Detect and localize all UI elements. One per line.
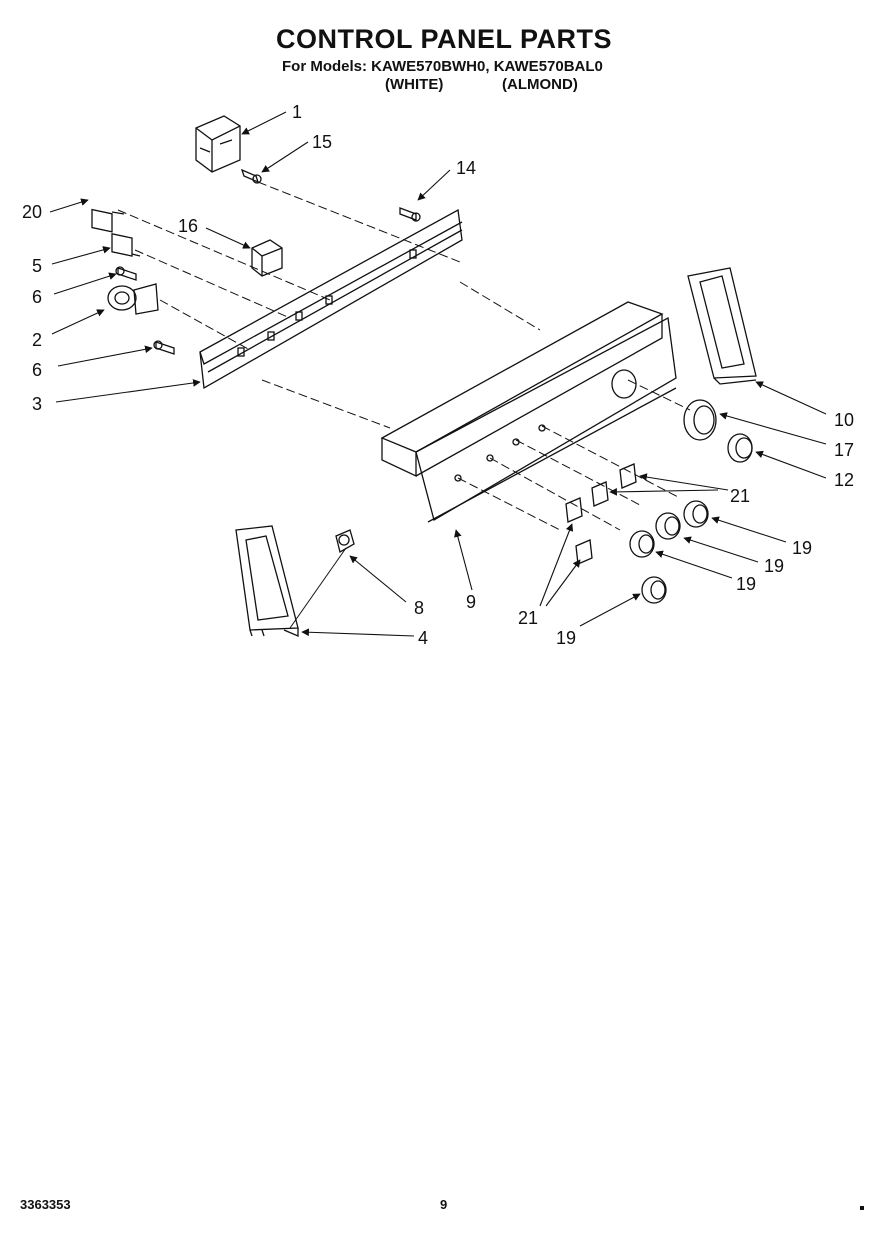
variant-white-label: (WHITE)	[385, 76, 444, 93]
callout-19-c: 19	[736, 574, 756, 594]
corner-mark	[860, 1206, 864, 1210]
part-15-screw	[240, 168, 262, 184]
callout-8: 8	[414, 598, 424, 618]
callout-15: 15	[312, 132, 332, 152]
callout-19-d: 19	[556, 628, 576, 648]
callout-19-b: 19	[764, 556, 784, 576]
part-17-ring	[683, 399, 717, 441]
callout-1: 1	[292, 102, 302, 122]
callout-10: 10	[834, 410, 854, 430]
callout-17: 17	[834, 440, 854, 460]
part-1-bracket	[195, 115, 241, 173]
callout-21-upper: 21	[730, 486, 750, 506]
part-19-knob-b	[655, 512, 681, 540]
part-14-screw	[399, 207, 421, 222]
part-20-switch	[91, 208, 125, 233]
callout-9: 9	[466, 592, 476, 612]
page-title: CONTROL PANEL PARTS	[275, 24, 613, 54]
part-8-screw	[335, 529, 355, 553]
part-19-knob-a	[683, 500, 709, 528]
callout-2: 2	[32, 330, 42, 350]
part-2-pressure-switch	[107, 283, 159, 315]
part-4-end-cap-left	[235, 525, 347, 637]
callout-5: 5	[32, 256, 42, 276]
page-number: 9	[440, 1197, 448, 1212]
part-19-knob-c	[629, 530, 655, 558]
callout-21-lower: 21	[518, 608, 538, 628]
part-16-switch	[251, 239, 283, 277]
callout-4: 4	[418, 628, 428, 648]
models-line: For Models: KAWE570BWH0, KAWE570BAL0	[282, 58, 603, 75]
callout-20: 20	[22, 202, 42, 222]
part-6-screw-upper	[115, 266, 137, 281]
part-6-screw-lower	[153, 340, 175, 355]
callout-6-upper: 6	[32, 287, 42, 307]
part-12-knob	[727, 433, 753, 463]
part-3-console-bracket	[199, 208, 463, 390]
callout-14: 14	[456, 158, 476, 178]
callout-19-a: 19	[792, 538, 812, 558]
part-21-spacer-a	[619, 463, 637, 489]
part-21-spacer-d	[575, 539, 593, 565]
callout-12: 12	[834, 470, 854, 490]
part-21-spacer-c	[565, 497, 583, 523]
part-9-console	[380, 301, 677, 523]
callout-3: 3	[32, 394, 42, 414]
part-10-end-cap-right	[687, 267, 757, 385]
callout-6-lower: 6	[32, 360, 42, 380]
variant-almond-label: (ALMOND)	[502, 76, 578, 93]
callout-16: 16	[178, 216, 198, 236]
part-21-spacer-b	[591, 481, 609, 507]
part-5-switch	[111, 233, 141, 257]
part-19-knob-d	[641, 576, 667, 604]
part-number: 3363353	[20, 1197, 71, 1212]
